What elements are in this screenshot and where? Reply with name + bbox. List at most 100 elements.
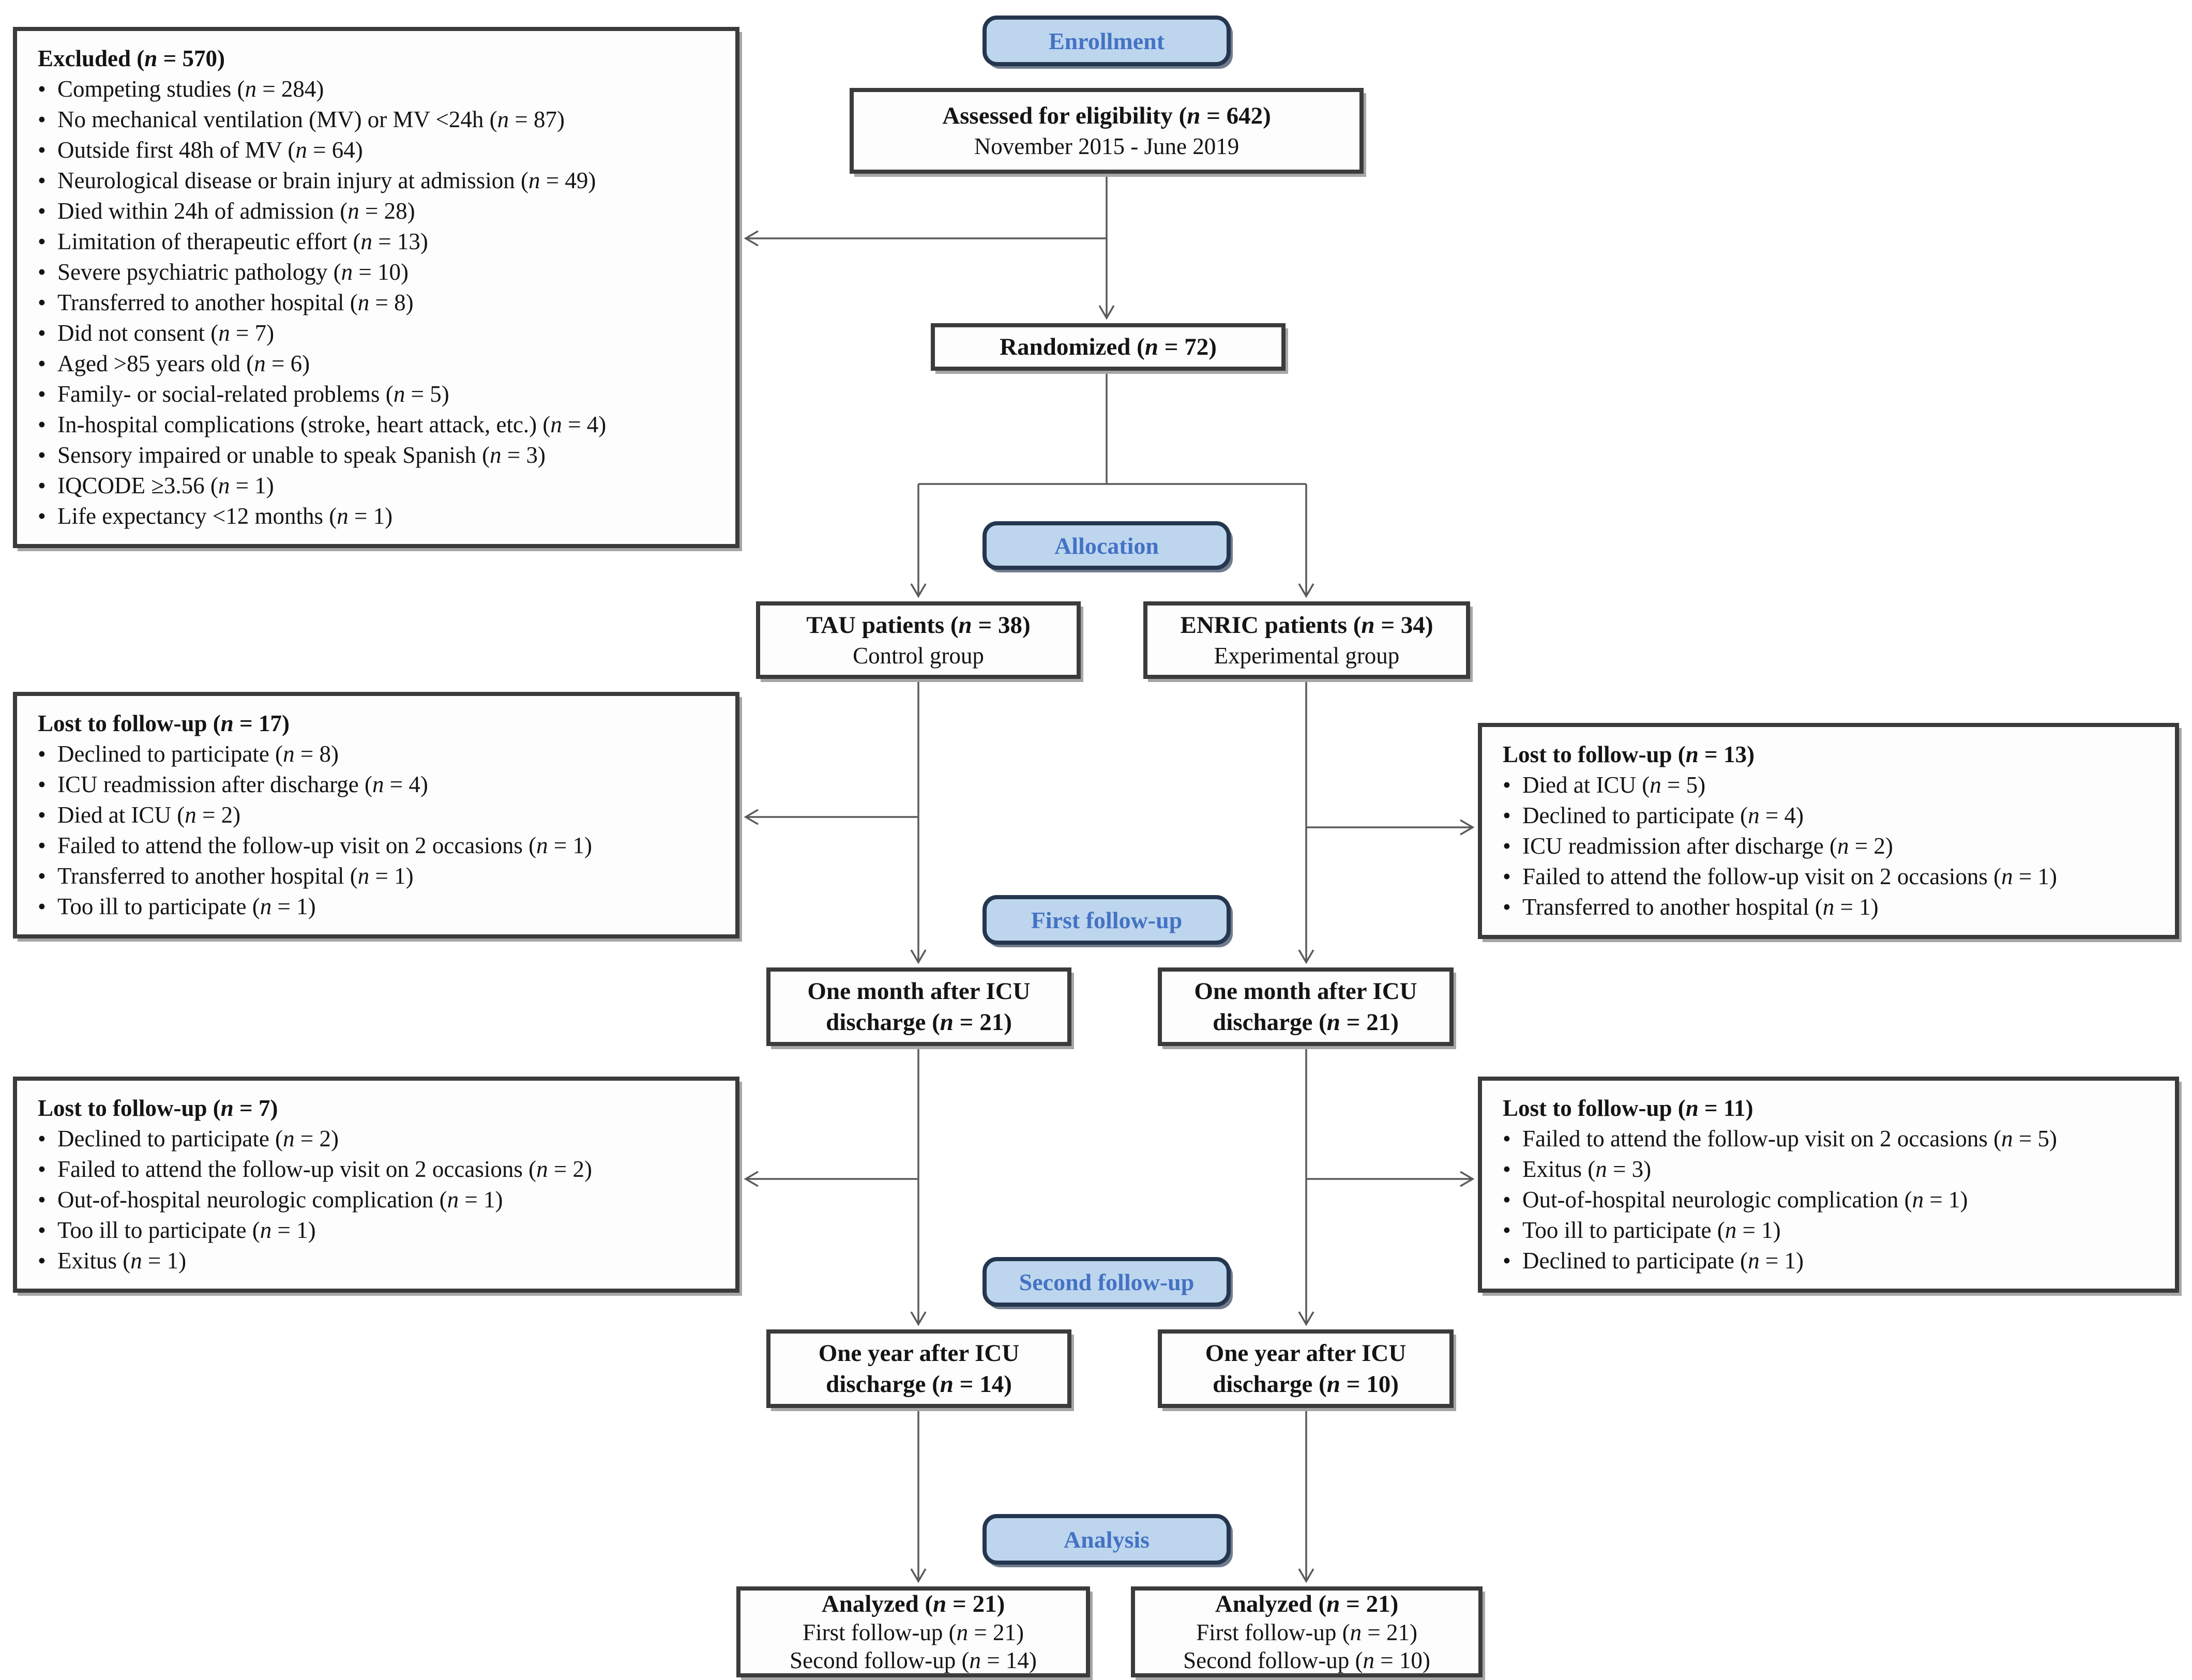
list-item: •Declined to participate (n = 4) <box>1503 800 2154 831</box>
bullet-icon: • <box>1503 864 1511 889</box>
node-title: One year after ICU discharge (n = 14) <box>818 1340 1020 1398</box>
bullet-icon: • <box>1503 803 1511 828</box>
node-line: First follow-up (n = 21) <box>803 1620 1024 1645</box>
stage-badge-second-followup: Second follow-up <box>982 1257 1231 1307</box>
bullet-icon: • <box>38 198 46 224</box>
bullet-icon: • <box>38 107 46 132</box>
bullet-icon: • <box>1503 833 1511 859</box>
list-item: •Family- or social-related problems (n =… <box>38 379 715 410</box>
node-title: TAU patients (n = 38) <box>806 612 1031 639</box>
bullet-icon: • <box>38 412 46 437</box>
list-item: •Sensory impaired or unable to speak Spa… <box>38 440 715 471</box>
list-item: •In-hospital complications (stroke, hear… <box>38 410 715 440</box>
stage-badge-enrollment: Enrollment <box>982 16 1231 66</box>
list-item: •Too ill to participate (n = 1) <box>38 1215 715 1246</box>
list-item: •Outside first 48h of MV (n = 64) <box>38 135 715 165</box>
bullet-icon: • <box>1503 1156 1511 1182</box>
node-title: Randomized (n = 72) <box>1000 334 1217 360</box>
list-item: •Transferred to another hospital (n = 1) <box>1503 892 2154 922</box>
box-excluded: Excluded (n = 570) •Competing studies (n… <box>13 27 739 548</box>
bullet-icon: • <box>1503 1126 1511 1152</box>
box-title: Excluded (n = 570) <box>38 46 225 71</box>
bullet-icon: • <box>1503 894 1511 920</box>
list-item: •ICU readmission after discharge (n = 4) <box>38 769 715 800</box>
bullet-icon: • <box>38 802 46 828</box>
node-line: Second follow-up (n = 14) <box>790 1647 1037 1673</box>
bullet-icon: • <box>38 1126 46 1152</box>
box-lost-to-followup-11: Lost to follow-up (n = 11) •Failed to at… <box>1478 1077 2179 1293</box>
bullet-icon: • <box>38 76 46 102</box>
node-title: One month after ICU discharge (n = 21) <box>1194 978 1417 1036</box>
node-title: One year after ICU discharge (n = 10) <box>1205 1340 1407 1398</box>
bullet-icon: • <box>38 863 46 889</box>
bullet-icon: • <box>38 320 46 346</box>
node-title: ENRIC patients (n = 34) <box>1180 612 1433 639</box>
list-item: •Died within 24h of admission (n = 28) <box>38 196 715 226</box>
box-items: •Declined to participate (n = 2)•Failed … <box>38 1124 715 1276</box>
list-item: •Aged >85 years old (n = 6) <box>38 349 715 379</box>
list-item: •Exitus (n = 3) <box>1503 1154 2154 1185</box>
bullet-icon: • <box>38 503 46 529</box>
bullet-icon: • <box>38 1248 46 1274</box>
box-items: •Declined to participate (n = 8)•ICU rea… <box>38 739 715 922</box>
bullet-icon: • <box>38 1156 46 1182</box>
box-items: •Failed to attend the follow-up visit on… <box>1503 1124 2154 1276</box>
box-title: Lost to follow-up (n = 7) <box>38 1095 278 1121</box>
list-item: •Failed to attend the follow-up visit on… <box>38 830 715 861</box>
bullet-icon: • <box>38 290 46 315</box>
box-lost-to-followup-13: Lost to follow-up (n = 13) •Died at ICU … <box>1478 723 2179 939</box>
node-subtitle: Experimental group <box>1214 643 1400 669</box>
list-item: •Life expectancy <12 months (n = 1) <box>38 501 715 532</box>
bullet-icon: • <box>38 442 46 468</box>
list-item: •IQCODE ≥3.56 (n = 1) <box>38 471 715 501</box>
bullet-icon: • <box>1503 1187 1511 1213</box>
list-item: •Severe psychiatric pathology (n = 10) <box>38 257 715 287</box>
bullet-icon: • <box>38 229 46 254</box>
bullet-icon: • <box>38 351 46 376</box>
list-item: •Out-of-hospital neurologic complication… <box>38 1185 715 1215</box>
list-item: •ICU readmission after discharge (n = 2) <box>1503 831 2154 861</box>
node-second-followup-enric: One year after ICU discharge (n = 10) <box>1158 1329 1454 1408</box>
bullet-icon: • <box>38 771 46 797</box>
list-item: •Failed to attend the follow-up visit on… <box>1503 861 2154 892</box>
node-analyzed-tau: Analyzed (n = 21) First follow-up (n = 2… <box>736 1586 1090 1677</box>
bullet-icon: • <box>38 381 46 407</box>
stage-badge-allocation: Allocation <box>982 521 1231 570</box>
box-title: Lost to follow-up (n = 11) <box>1503 1095 1753 1121</box>
node-first-followup-enric: One month after ICU discharge (n = 21) <box>1158 967 1454 1046</box>
bullet-icon: • <box>38 259 46 285</box>
node-subtitle: Control group <box>853 643 984 669</box>
list-item: •Competing studies (n = 284) <box>38 74 715 104</box>
list-item: •Declined to participate (n = 2) <box>38 1124 715 1154</box>
bullet-icon: • <box>38 833 46 858</box>
node-title: Analyzed (n = 21) <box>1215 1591 1399 1617</box>
box-items: •Died at ICU (n = 5)•Declined to partici… <box>1503 770 2154 922</box>
bullet-icon: • <box>38 741 46 767</box>
box-lost-to-followup-17: Lost to follow-up (n = 17) •Declined to … <box>13 692 739 939</box>
node-title: Analyzed (n = 21) <box>821 1591 1005 1617</box>
list-item: •Did not consent (n = 7) <box>38 318 715 349</box>
node-analyzed-enric: Analyzed (n = 21) First follow-up (n = 2… <box>1131 1586 1483 1677</box>
node-subtitle: November 2015 - June 2019 <box>974 133 1239 159</box>
list-item: •Transferred to another hospital (n = 8) <box>38 287 715 318</box>
node-line: First follow-up (n = 21) <box>1196 1620 1417 1645</box>
list-item: •Declined to participate (n = 1) <box>1503 1246 2154 1276</box>
box-lost-to-followup-7: Lost to follow-up (n = 7) •Declined to p… <box>13 1077 739 1293</box>
list-item: •Died at ICU (n = 2) <box>38 800 715 830</box>
node-enric-group: ENRIC patients (n = 34) Experimental gro… <box>1143 601 1470 679</box>
bullet-icon: • <box>1503 1248 1511 1274</box>
list-item: •Neurological disease or brain injury at… <box>38 165 715 196</box>
bullet-icon: • <box>1503 1217 1511 1243</box>
stage-badge-first-followup: First follow-up <box>982 895 1231 945</box>
bullet-icon: • <box>38 473 46 498</box>
list-item: •Limitation of therapeutic effort (n = 1… <box>38 226 715 257</box>
box-title: Lost to follow-up (n = 13) <box>1503 741 1755 767</box>
node-line: Second follow-up (n = 10) <box>1183 1647 1430 1673</box>
node-second-followup-tau: One year after ICU discharge (n = 14) <box>766 1329 1071 1408</box>
list-item: •Out-of-hospital neurologic complication… <box>1503 1185 2154 1215</box>
bullet-icon: • <box>38 137 46 163</box>
bullet-icon: • <box>38 168 46 193</box>
list-item: •Too ill to participate (n = 1) <box>38 891 715 922</box>
